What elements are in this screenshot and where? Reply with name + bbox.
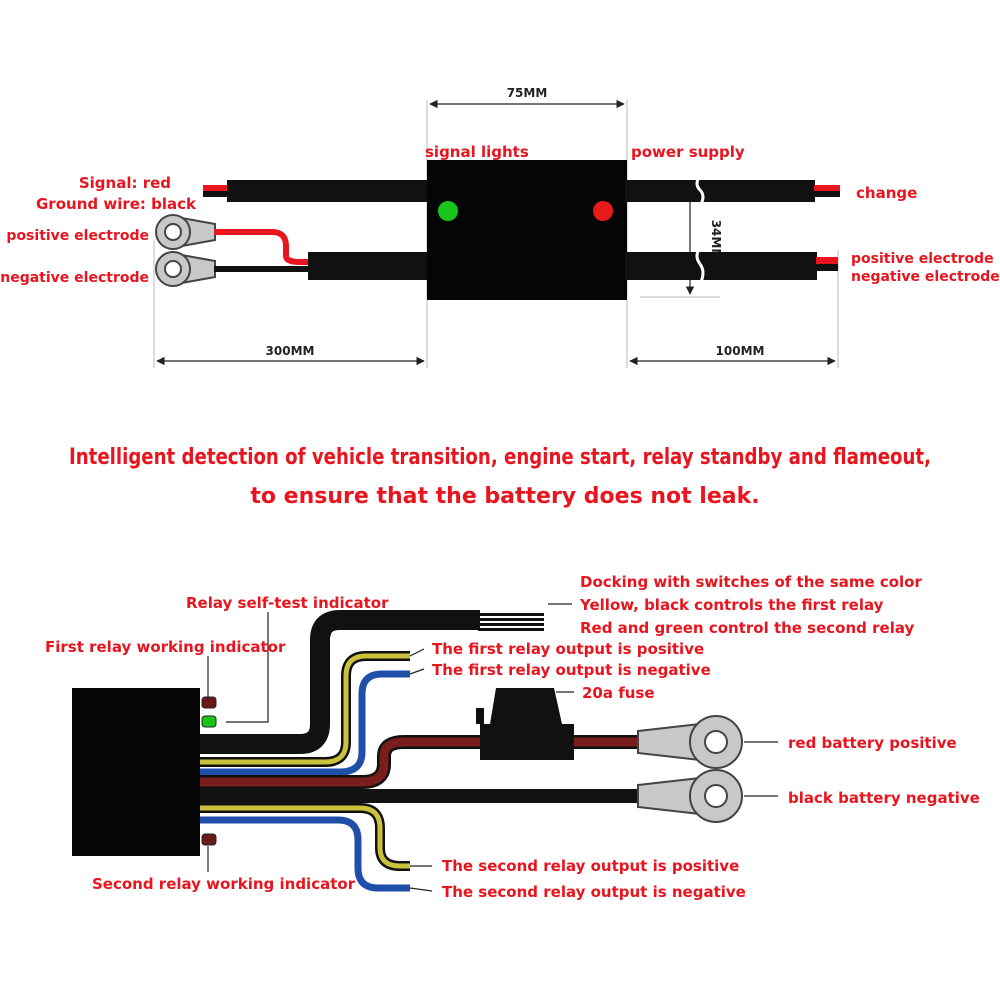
negative-electrode-right-label: negative electrode	[851, 269, 1000, 285]
power-cable-left	[308, 252, 432, 280]
fuse-label: 20a fuse	[582, 684, 655, 702]
cable-break-mark-top	[695, 175, 705, 207]
relay-self-test-label: Relay self-test indicator	[186, 594, 389, 612]
signal-red-label: Signal: red	[79, 174, 171, 192]
first-output-positive-label: The first relay output is positive	[432, 640, 704, 658]
ring-terminal-positive	[155, 214, 216, 250]
bottom-diagram: Relay self-test indicator First relay wo…	[45, 573, 980, 901]
first-output-negative-label: The first relay output is negative	[432, 661, 711, 679]
red-battery-wire-core	[200, 737, 640, 787]
second-relay-yellow-wire-core	[200, 805, 410, 869]
second-output-positive-label: The second relay output is positive	[442, 857, 739, 875]
leader-lines	[207, 603, 778, 892]
relay-self-test-led	[201, 715, 217, 728]
dim-left-label: 300MM	[266, 344, 315, 358]
green-signal-led	[438, 201, 458, 221]
red-battery-positive-label: red battery positive	[788, 734, 957, 752]
dim-right-label: 100MM	[716, 344, 765, 358]
positive-electrode-left-label: positive electrode	[6, 228, 149, 244]
dim-height-label: 34MM	[709, 220, 723, 261]
first-relay-yellow-wire-core	[200, 653, 410, 765]
first-relay-working-label: First relay working indicator	[45, 638, 286, 656]
control-cable-ribbon-end	[478, 613, 544, 631]
second-relay-blue-wire	[200, 816, 410, 892]
black-battery-negative-label: black battery negative	[788, 789, 980, 807]
red-signal-led	[593, 201, 613, 221]
headline-line-2: to ensure that the battery does not leak…	[250, 484, 759, 509]
control-module	[427, 160, 627, 300]
fuse-holder	[476, 688, 574, 760]
relay-module	[72, 688, 200, 856]
docking-line-1: Docking with switches of the same color	[580, 573, 922, 591]
headline-line-1: Intelligent detection of vehicle transit…	[69, 445, 931, 470]
cable-break-mark-bottom	[695, 247, 705, 285]
negative-electrode-left-label: negative electrode	[0, 270, 149, 286]
second-relay-working-label: Second relay working indicator	[92, 875, 356, 893]
change-cable-right	[625, 180, 840, 202]
control-cable	[200, 610, 480, 754]
ring-terminal-battery-negative	[637, 769, 743, 823]
second-output-negative-label: The second relay output is negative	[442, 883, 746, 901]
positive-electrode-right-label: positive electrode	[851, 251, 994, 267]
ring-terminal-negative	[155, 251, 216, 287]
dim-width-label: 75MM	[507, 86, 548, 100]
top-diagram: 75MM 300MM 100MM 34MM	[0, 86, 1000, 368]
first-relay-blue-wire	[200, 670, 410, 776]
ground-black-label: Ground wire: black	[36, 195, 197, 213]
power-supply-label: power supply	[631, 143, 745, 161]
signal-lights-label: signal lights	[425, 143, 529, 161]
first-relay-working-led	[201, 696, 217, 709]
power-cable-right	[625, 252, 838, 280]
docking-line-3: Red and green control the second relay	[580, 619, 914, 637]
second-relay-working-led	[201, 833, 217, 846]
ring-terminal-battery-positive	[637, 715, 743, 769]
signal-wire-left	[203, 180, 432, 202]
headline: Intelligent detection of vehicle transit…	[69, 445, 931, 509]
positive-wire-top	[214, 229, 310, 265]
docking-line-2: Yellow, black controls the first relay	[579, 596, 884, 614]
change-label: change	[856, 184, 917, 202]
